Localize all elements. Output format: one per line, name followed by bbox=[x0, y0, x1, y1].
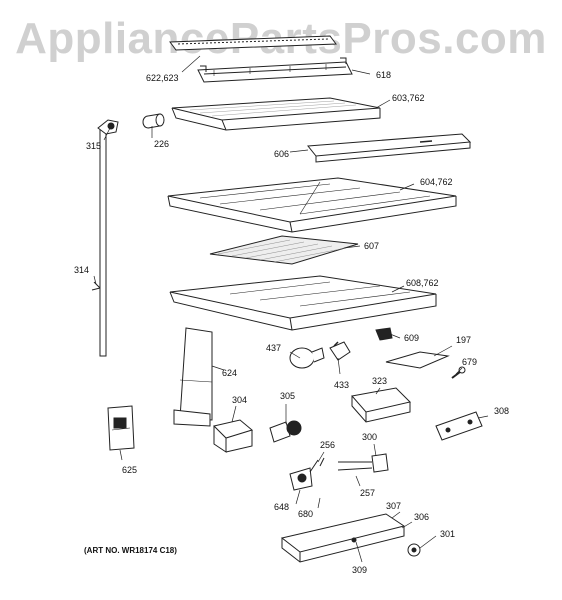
callout-624: 624 bbox=[222, 368, 238, 378]
leader-lines bbox=[93, 55, 489, 563]
part-618-rail bbox=[197, 57, 353, 83]
part-625-box bbox=[107, 405, 135, 451]
callout-308: 308 bbox=[494, 406, 510, 416]
callout-305: 305 bbox=[280, 391, 296, 401]
part-307-bracket bbox=[280, 513, 406, 563]
callout-309: 309 bbox=[352, 565, 368, 575]
callout-307: 307 bbox=[386, 501, 402, 511]
part-315-rod bbox=[91, 119, 119, 357]
callout-314: 314 bbox=[74, 265, 90, 275]
part-304-block bbox=[213, 419, 254, 453]
part-603-shelf bbox=[171, 97, 381, 131]
part-300-switch bbox=[337, 453, 389, 473]
callout-608-762: 608,762 bbox=[406, 278, 439, 288]
callout-315: 315 bbox=[86, 141, 102, 151]
callout-679: 679 bbox=[462, 357, 478, 367]
part-301-nut bbox=[407, 543, 421, 557]
part-622-trim bbox=[169, 35, 337, 51]
part-604-cover bbox=[167, 177, 457, 233]
callout-226: 226 bbox=[154, 139, 170, 149]
part-609-clip bbox=[375, 327, 393, 341]
callout-300: 300 bbox=[362, 432, 378, 442]
part-679-screw bbox=[451, 366, 466, 379]
callout-603-762: 603,762 bbox=[392, 93, 425, 103]
callout-606: 606 bbox=[274, 149, 290, 159]
callout-680: 680 bbox=[298, 509, 314, 519]
part-437-bulb bbox=[289, 347, 325, 369]
part-648-thermostat bbox=[289, 457, 325, 491]
art-number: (ART NO. WR18174 C18) bbox=[84, 546, 177, 555]
callout-306: 306 bbox=[414, 512, 430, 522]
callout-433: 433 bbox=[334, 380, 350, 390]
part-323-housing bbox=[351, 387, 411, 423]
callout-301: 301 bbox=[440, 529, 456, 539]
callout-323: 323 bbox=[372, 376, 388, 386]
callout-257: 257 bbox=[360, 488, 376, 498]
callout-609: 609 bbox=[404, 333, 420, 343]
part-226-cylinder bbox=[142, 113, 165, 129]
callout-648: 648 bbox=[274, 502, 290, 512]
part-606-drawer-front bbox=[307, 133, 472, 163]
callout-197: 197 bbox=[456, 335, 472, 345]
part-305-knob bbox=[269, 420, 302, 443]
part-608-pan bbox=[169, 275, 437, 331]
part-308-bracket bbox=[435, 411, 483, 441]
callout-256: 256 bbox=[320, 440, 336, 450]
callout-607: 607 bbox=[364, 241, 380, 251]
callout-625: 625 bbox=[122, 465, 138, 475]
part-197-bracket bbox=[385, 351, 450, 369]
part-607-screen bbox=[209, 235, 359, 265]
callout-304: 304 bbox=[232, 395, 248, 405]
part-624-duct bbox=[173, 327, 213, 427]
callout-618: 618 bbox=[376, 70, 392, 80]
callout-437: 437 bbox=[266, 343, 282, 353]
callout-622-623: 622,623 bbox=[146, 73, 179, 83]
part-433-socket bbox=[329, 341, 351, 361]
callout-604-762: 604,762 bbox=[420, 177, 453, 187]
